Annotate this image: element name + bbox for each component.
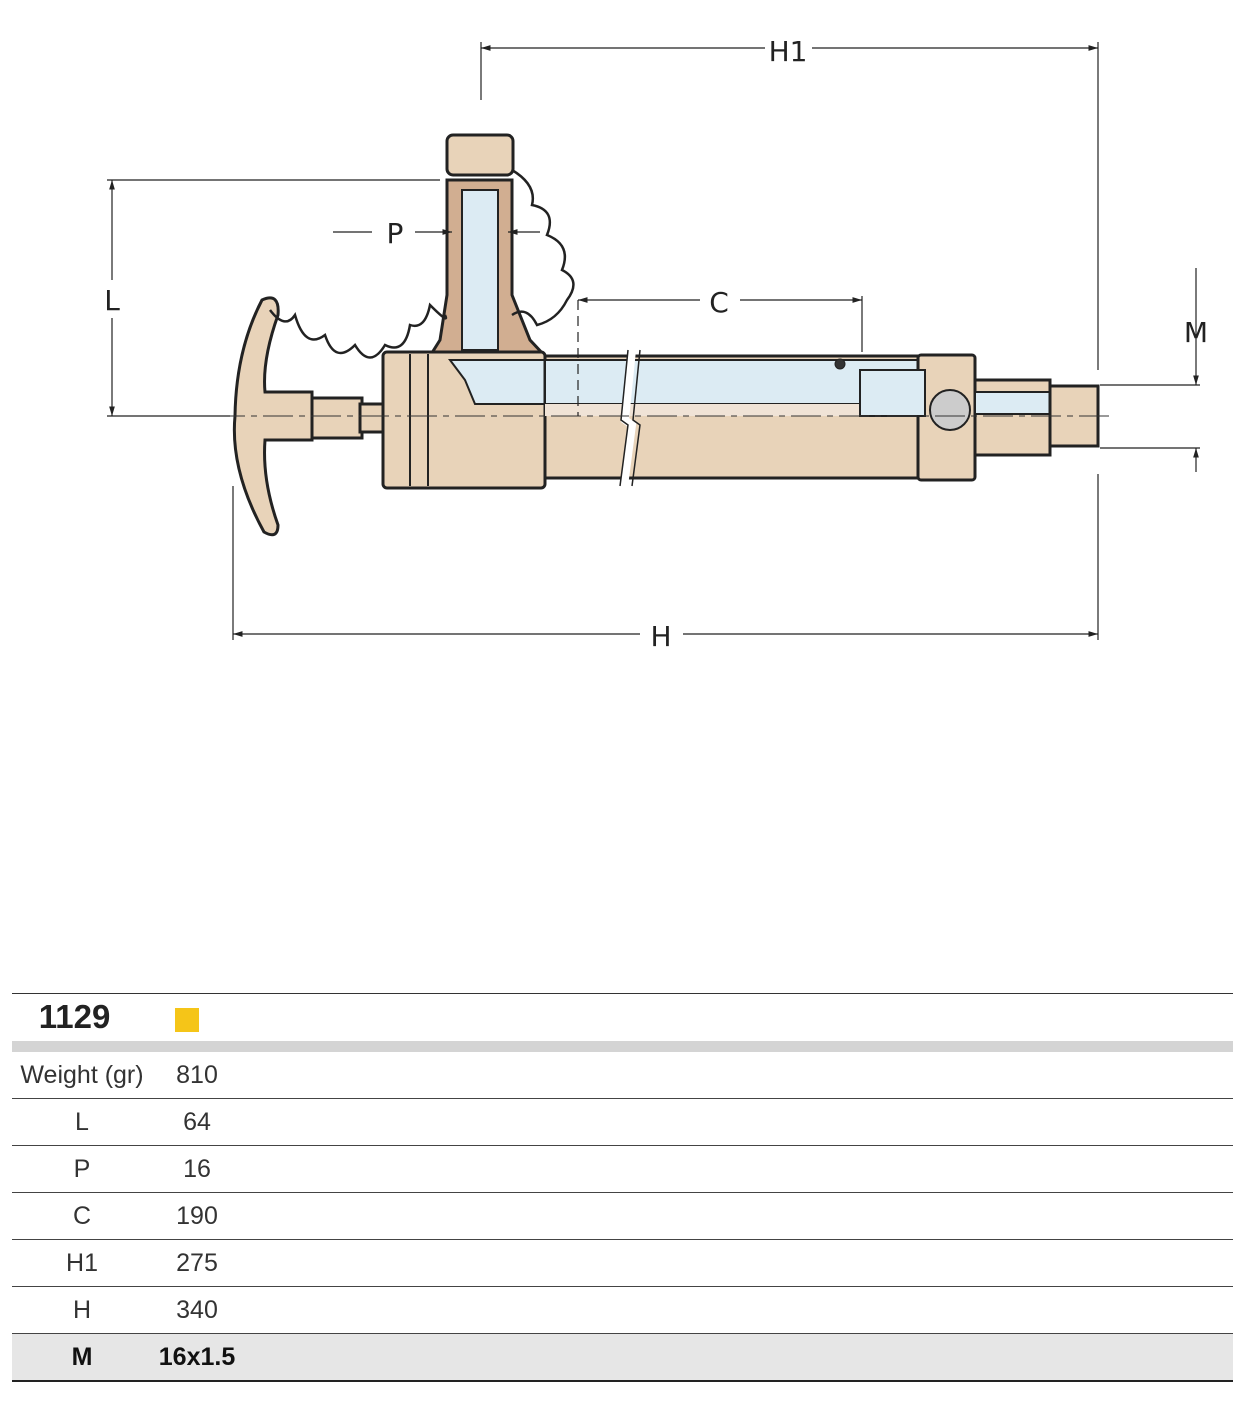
table-row: Weight (gr) 810 [12, 1052, 1233, 1099]
row-value: 190 [176, 1202, 218, 1230]
spec-table: 1129 Weight (gr) 810 L 64 P 16 C 190 H1 275 H… [12, 993, 1233, 1382]
table-row: H1 275 [12, 1240, 1233, 1287]
pump-body [232, 133, 1100, 537]
header-band [12, 1041, 1233, 1052]
dim-label-l: L [104, 284, 120, 317]
row-value: 340 [176, 1296, 218, 1324]
table-header: 1129 [12, 994, 1233, 1041]
row-value: 64 [183, 1108, 211, 1136]
table-row: M 16x1.5 [12, 1334, 1233, 1382]
row-label: H [72, 1296, 92, 1324]
row-label: Weight (gr) [20, 1061, 144, 1089]
row-label: M [71, 1343, 93, 1371]
table-row: L 64 [12, 1099, 1233, 1146]
row-value: 275 [176, 1249, 218, 1277]
dim-label-h1: H1 [769, 35, 808, 68]
plunger-rod [310, 396, 364, 440]
technical-drawing: H1 L P C M H [104, 35, 1208, 653]
table-row: H 340 [12, 1287, 1233, 1334]
outlet-cap [445, 133, 515, 177]
row-label: P [73, 1155, 91, 1183]
dim-label-p: P [387, 217, 404, 250]
chain [269, 168, 575, 359]
row-value: 16x1.5 [158, 1343, 236, 1371]
row-value: 810 [176, 1061, 218, 1089]
color-swatch [175, 1008, 199, 1032]
table-row: C 190 [12, 1193, 1233, 1240]
row-label: H1 [66, 1249, 98, 1277]
dim-label-c: C [709, 286, 729, 319]
product-code: 1129 [38, 998, 111, 1035]
row-label: L [75, 1108, 89, 1136]
dim-label-h: H [650, 620, 671, 653]
row-value: 16 [183, 1155, 211, 1183]
dim-label-m: M [1184, 316, 1208, 349]
table-row: P 16 [12, 1146, 1233, 1193]
row-label: C [72, 1202, 92, 1230]
